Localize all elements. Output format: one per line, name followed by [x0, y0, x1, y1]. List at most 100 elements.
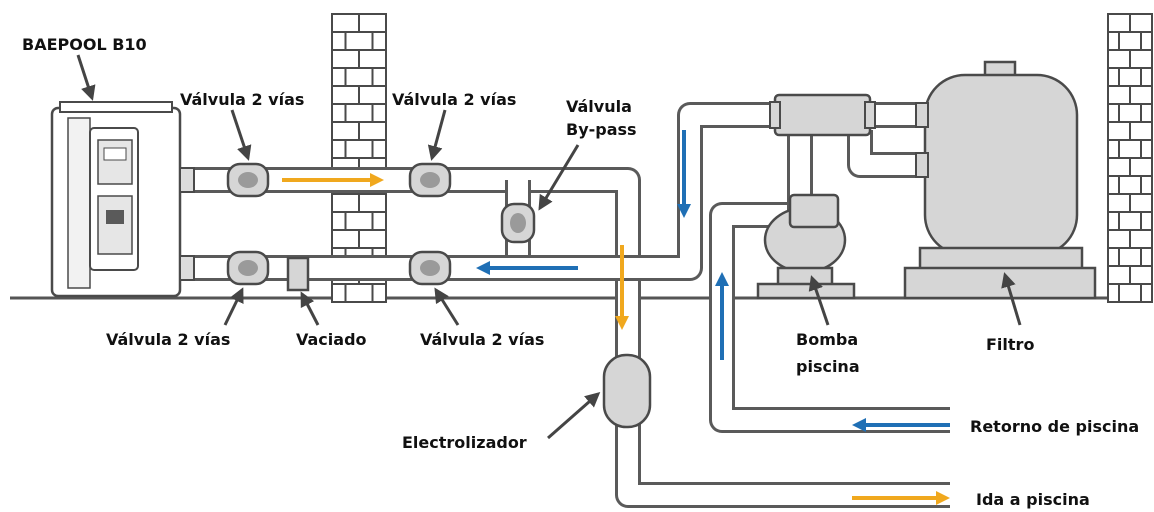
brick	[1129, 121, 1153, 141]
brick-wall-right	[1107, 13, 1153, 303]
brick	[331, 211, 347, 231]
brick	[1107, 139, 1120, 159]
cold-flow-arrow-up	[715, 272, 729, 360]
label-drain: Vaciado	[296, 330, 367, 349]
brick	[1140, 211, 1153, 231]
brick	[1129, 265, 1153, 285]
valve-bottom-left	[226, 250, 270, 286]
brick	[371, 139, 387, 159]
brick	[1118, 283, 1142, 303]
brick	[1107, 175, 1120, 195]
valve-bottom-right	[408, 250, 452, 286]
brick	[358, 49, 387, 69]
brick	[371, 67, 387, 87]
brick	[1140, 31, 1153, 51]
hot-flow-arrow-down	[615, 245, 629, 330]
valve-top-right	[408, 162, 452, 198]
brick	[331, 13, 360, 33]
brick	[371, 211, 387, 231]
drain-valve	[286, 256, 310, 292]
label-valve-top-left: Válvula 2 vías	[180, 90, 304, 109]
brick	[1140, 283, 1153, 303]
brick	[1107, 193, 1131, 213]
brick	[358, 121, 387, 141]
electrolyzer-cell	[602, 353, 652, 429]
label-valve-bypass-2: By-pass	[566, 120, 637, 139]
brick	[358, 85, 387, 105]
brick	[1140, 139, 1153, 159]
brick	[1107, 31, 1120, 51]
label-pump-1: Bomba	[796, 330, 858, 349]
label-valve-bottom-left: Válvula 2 vías	[106, 330, 230, 349]
brick	[1107, 49, 1131, 69]
label-return: Retorno de piscina	[970, 417, 1139, 436]
piping	[180, 102, 950, 508]
brick	[1107, 283, 1120, 303]
brick	[331, 139, 347, 159]
brick	[331, 31, 347, 51]
brick	[1118, 211, 1142, 231]
brick	[1129, 49, 1153, 69]
label-supply: Ida a piscina	[976, 490, 1090, 509]
multiport-valve	[769, 93, 876, 137]
hot-flow-arrow-supply	[852, 491, 950, 505]
label-valve-bypass-1: Válvula	[566, 97, 632, 116]
brick	[1107, 13, 1131, 33]
brick	[1140, 103, 1153, 123]
valve-bypass	[500, 202, 536, 244]
label-pointers	[76, 54, 1022, 440]
pool-pump	[756, 193, 856, 300]
valve-top-left	[226, 162, 270, 198]
brick	[1118, 175, 1142, 195]
brick	[1129, 85, 1153, 105]
brick	[1118, 31, 1142, 51]
brick	[344, 211, 374, 231]
sand-filter	[903, 60, 1097, 300]
label-pump-2: piscina	[796, 357, 860, 376]
brick	[331, 49, 360, 69]
brick	[331, 283, 347, 303]
cold-flow-arrow-return	[852, 418, 950, 432]
brick	[1107, 247, 1120, 267]
brick	[371, 283, 387, 303]
hot-flow-arrow-top	[282, 173, 384, 187]
brick	[344, 283, 374, 303]
brick	[331, 193, 360, 213]
brick	[331, 67, 347, 87]
brick	[344, 67, 374, 87]
brick	[1140, 175, 1153, 195]
brick	[358, 229, 387, 249]
brick	[331, 121, 360, 141]
brick	[331, 103, 347, 123]
brick	[1129, 13, 1153, 33]
brick	[358, 193, 387, 213]
label-valve-bottom-right: Válvula 2 vías	[420, 330, 544, 349]
brick	[371, 31, 387, 51]
brick	[344, 139, 374, 159]
brick	[1107, 67, 1120, 87]
brick	[344, 103, 374, 123]
cold-flow-arrow-bottom	[476, 261, 578, 275]
brick	[1107, 211, 1120, 231]
brick	[1140, 247, 1153, 267]
brick	[344, 31, 374, 51]
label-valve-top-right: Válvula 2 vías	[392, 90, 516, 109]
brick	[1118, 139, 1142, 159]
brick	[358, 13, 387, 33]
brick	[371, 103, 387, 123]
cold-flow-arrow-riser	[677, 130, 691, 218]
brick	[1107, 157, 1131, 177]
label-filter: Filtro	[986, 335, 1034, 354]
brick	[1140, 67, 1153, 87]
brick	[1107, 85, 1131, 105]
brick	[331, 85, 360, 105]
brick	[1129, 157, 1153, 177]
brick	[1107, 103, 1120, 123]
brick	[1107, 229, 1131, 249]
brick	[1118, 247, 1142, 267]
heat-pump-unit	[50, 101, 195, 298]
brick	[1118, 67, 1142, 87]
brick	[1129, 229, 1153, 249]
label-heat-pump: BAEPOOL B10	[22, 35, 147, 54]
